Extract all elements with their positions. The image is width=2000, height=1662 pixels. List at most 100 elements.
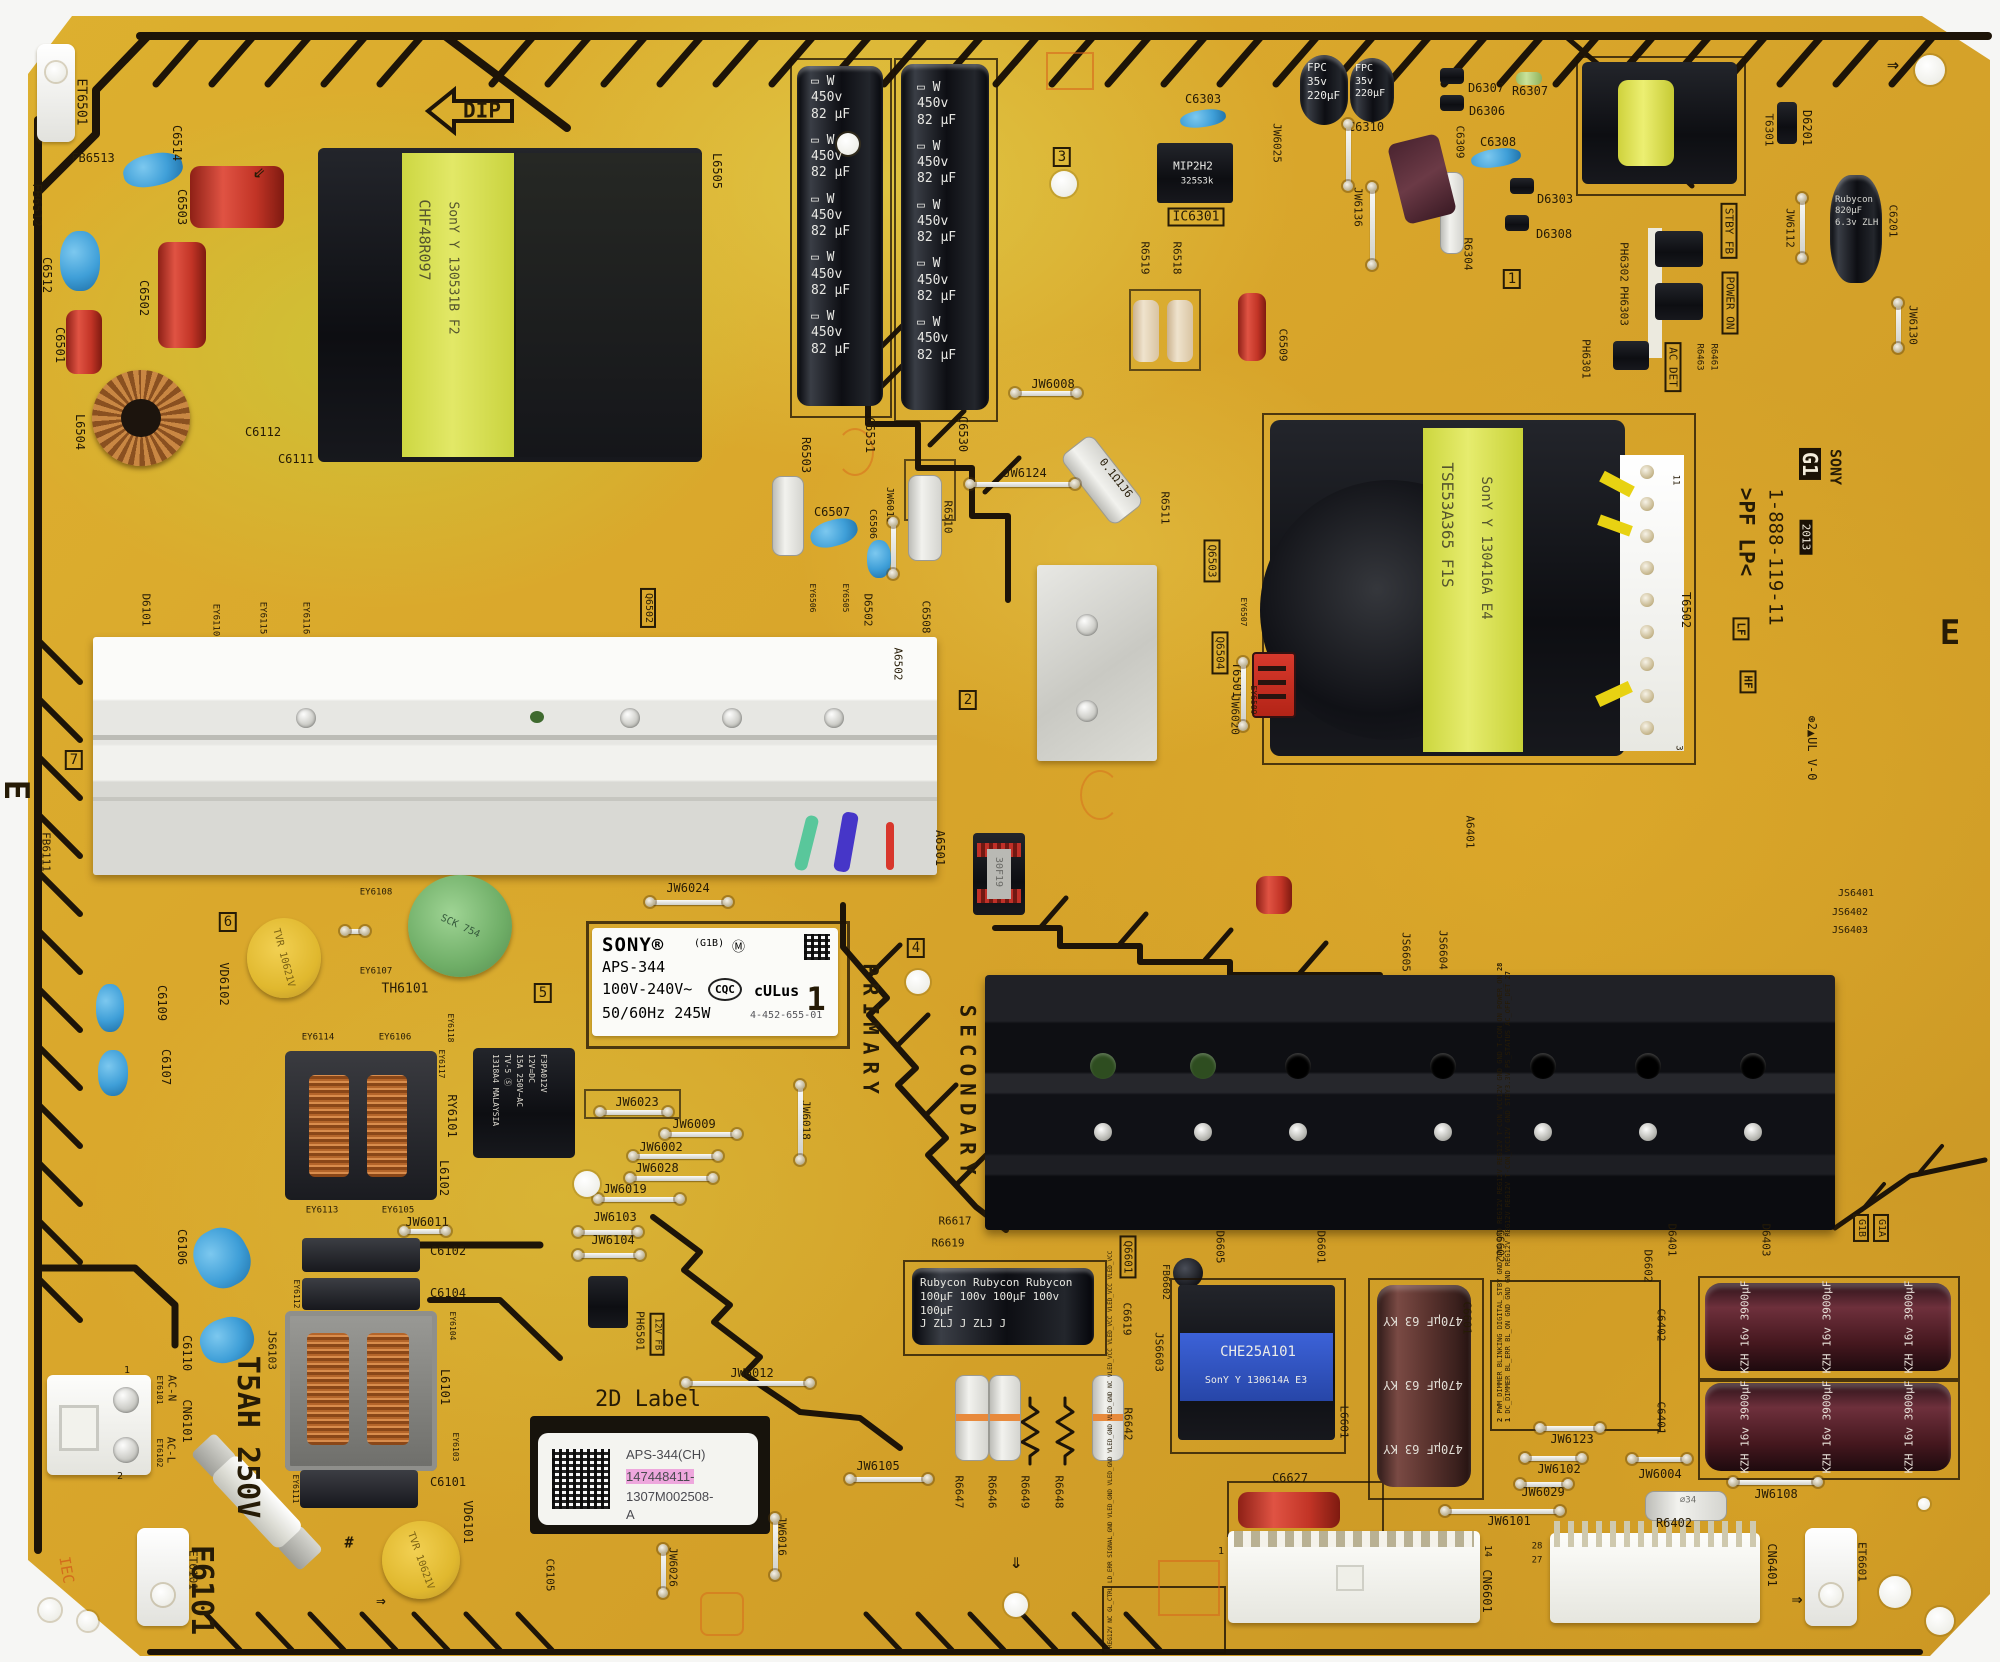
silk-label-g1a: G1A [1873,1213,1889,1243]
resistor-r6510 [908,475,942,561]
silk-label-js6103: JS6103 [265,1330,279,1370]
toroid-l6504 [92,370,190,466]
jumper-jw6025w [1346,124,1351,186]
silk-label-pwron: POWER ON [1721,271,1739,335]
board-hole [574,1171,600,1197]
t6301-outline [1576,56,1746,196]
silk-label-c6503: C6503 [175,188,189,226]
silk-label-ey6103: EY6103 [451,1432,460,1462]
silk-label-c6110: C6110 [180,1334,194,1372]
silk-label-chf2: SonY Y 130531B F2 [445,201,461,335]
silk-label-cp1: 1 [123,1365,131,1376]
solder-pad [1238,721,1248,731]
silk-label-d6101: D6101 [139,593,153,627]
silk-label-jw6024: JW6024 [666,881,710,895]
silk-label-ph6501l: PH6501 [633,1311,647,1351]
silk-label-arr_tr: ⇒ [1886,52,1900,76]
cn6601-pin-table: REG12V NC GL_CTRL LD_ERR SIGNAL_GND VLED… [1102,1251,1226,1654]
silk-label-jw6102: JW6102 [1537,1462,1581,1476]
silk-label-cn6401l: CN6401 [1765,1543,1779,1587]
silk-label-ey6505: EY6505 [841,583,850,613]
solder-pad [658,1588,668,1598]
silk-label-jw6019: JW6019 [603,1182,647,1196]
silk-label-c6601l: C6601 [1460,1301,1474,1335]
diode-d6306 [1440,95,1464,111]
transformer-l6505-label [402,153,514,457]
silk-label-et6601l: ET6601 [1855,1542,1869,1582]
transformer-che25a101 [1178,1285,1335,1440]
board-hole [1926,1607,1954,1635]
silk-label-box7: 7 [64,750,84,770]
resistor-r6307 [1516,72,1542,85]
silk-label-r6519: R6519 [1138,241,1152,275]
board-hole [78,1611,98,1631]
jumper-jw6012w [686,1381,810,1386]
silk-label-big1: 1 [806,980,826,1018]
jumper-jw6101w [1445,1509,1560,1514]
screw [722,708,742,728]
solder-pad [660,1129,670,1139]
silk-label-lf: LF [1732,617,1750,641]
solder-pad [635,1250,645,1260]
silk-label-d6602: D6602 [1641,1249,1655,1283]
solder-pad [628,1151,638,1161]
silk-label-jw6008: JW6008 [1031,377,1075,391]
silk-label-c6602: C6602 [1493,1229,1507,1263]
solder-pad [708,1173,718,1183]
tab-hole [152,1584,174,1606]
resistor-r6402 [1645,1491,1727,1521]
silk-label-r6647: R6647 [952,1475,966,1509]
silk-label-g1: G1 [1798,447,1822,481]
che-outline [1170,1278,1346,1454]
solder-pad [573,1227,583,1237]
silk-label-r6307: R6307 [1511,84,1549,98]
solder-pad [1627,1454,1637,1464]
cap-outline [903,1260,1107,1356]
orange-mark [1080,770,1120,820]
silk-label-ry6101: RY6101 [445,1094,459,1138]
solder-pad [658,1544,668,1554]
silk-label-r6619: R6619 [931,1236,965,1250]
silk-label-c6401: C6401 [1654,1401,1668,1435]
silk-label-jw6108: JW6108 [1754,1487,1798,1501]
silk-label-q6504: Q6504 [1211,631,1229,675]
silk-label-n27: 27 [1531,1555,1543,1566]
silk-label-jw6123: JW6123 [1550,1432,1594,1446]
optocoupler-ph6303 [1655,283,1703,320]
silk-label-c6201l: C6201 [1886,204,1900,238]
silk-label-js6604: JS6604 [1436,930,1450,970]
print-r6402_text: ⌀34 [1679,1495,1697,1506]
screw [296,708,316,728]
inductor-30f19 [973,833,1025,915]
silk-label-jw6012: JW6012 [730,1366,774,1380]
silk-label-l6101: L6101 [438,1368,452,1406]
jumper-jw6104w [578,1253,640,1258]
silk-label-hash: # [344,1533,354,1552]
silk-label-et6101b: ET6101 [186,1550,200,1590]
silk-label-e_right: E [1939,613,1961,653]
tab-hole [46,62,66,82]
silk-label-a6401: A6401 [1463,815,1477,849]
silk-label-r6510: R6510 [941,500,955,534]
orange-mark [700,1592,744,1636]
silk-label-y2013: 2013 [1799,519,1813,555]
choke-l6101 [285,1311,437,1471]
silk-label-tse1: TSE53A365 F1S [1438,462,1457,588]
jumper-jw6130w [1896,303,1901,348]
solder-pad [1238,657,1248,667]
capacitor-c6104 [302,1278,420,1310]
silk-label-ey6509: EY6509 [1249,685,1258,715]
solder-pad [1577,1453,1587,1463]
board-hole [39,1599,61,1621]
silk-label-hf: HF [1739,670,1757,694]
transformer-t6301 [1582,62,1737,184]
jumper-jw6105w [850,1477,928,1482]
solder-pad [1535,1423,1545,1433]
jumper-jw6108w [1733,1480,1818,1485]
silk-label-r6518: R6518 [1170,241,1184,275]
silk-label-ph6302: PH6302 [1617,242,1631,282]
silk-label-c6109: C6109 [155,984,169,1022]
